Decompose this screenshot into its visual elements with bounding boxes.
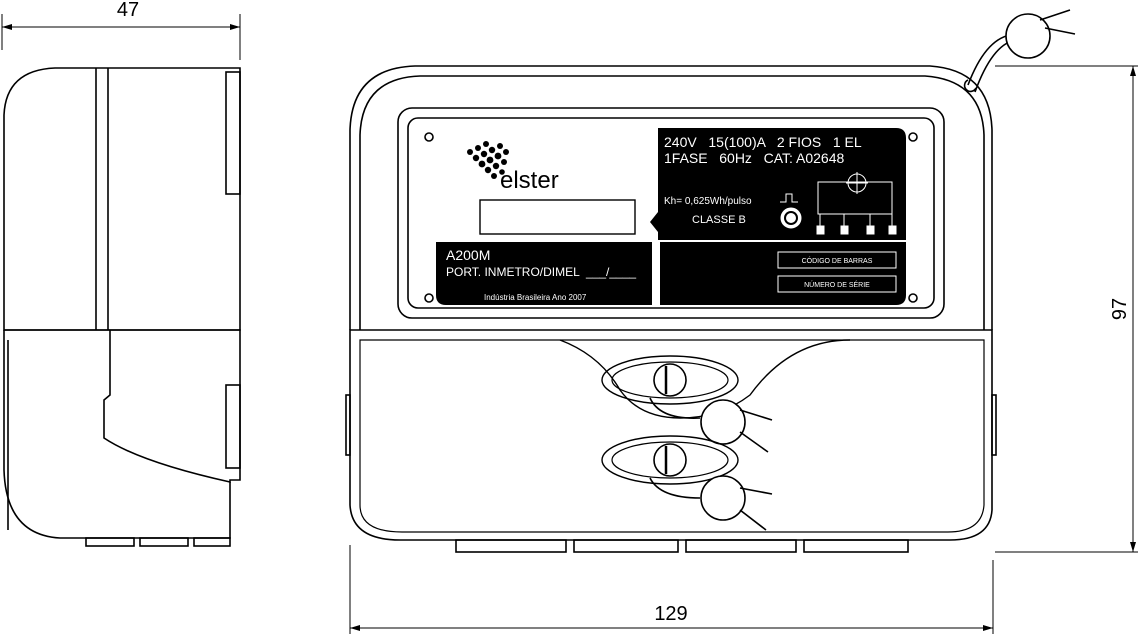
elster-logo-mark — [467, 141, 509, 179]
rating-line-1: 240V 15(100)A 2 FIOS 1 EL — [664, 134, 862, 150]
model-number: A200M — [446, 247, 490, 263]
pulse-icon — [780, 193, 798, 203]
height-dimension: 97 — [1109, 298, 1131, 320]
brand-name: elster — [500, 167, 559, 194]
serial-number-label: NÚMERO DE SÉRIE — [804, 280, 870, 289]
code-panel — [660, 242, 906, 305]
rating-line-2: 1FASE 60Hz CAT: A02648 — [664, 150, 844, 166]
kh-constant: Kh= 0,625Wh/pulso — [664, 196, 752, 207]
front-view — [345, 9, 1076, 553]
origin-year: Indústria Brasileira Ano 2007 — [484, 293, 587, 302]
model-panel — [436, 242, 652, 305]
lcd-display — [479, 199, 636, 235]
barcode-label: CÓDIGO DE BARRAS — [802, 256, 873, 265]
inmetro-ordinance: PORT. INMETRO/DIMEL ___/____ — [446, 265, 636, 279]
dimension-lines — [349, 65, 1138, 634]
wiring-diagram — [816, 172, 897, 235]
width-dimension: 129 — [654, 603, 687, 625]
side-view — [1, 14, 241, 547]
accuracy-class: CLASSE B — [692, 214, 746, 226]
depth-dimension: 47 — [117, 0, 139, 21]
rating-panel — [650, 128, 906, 240]
